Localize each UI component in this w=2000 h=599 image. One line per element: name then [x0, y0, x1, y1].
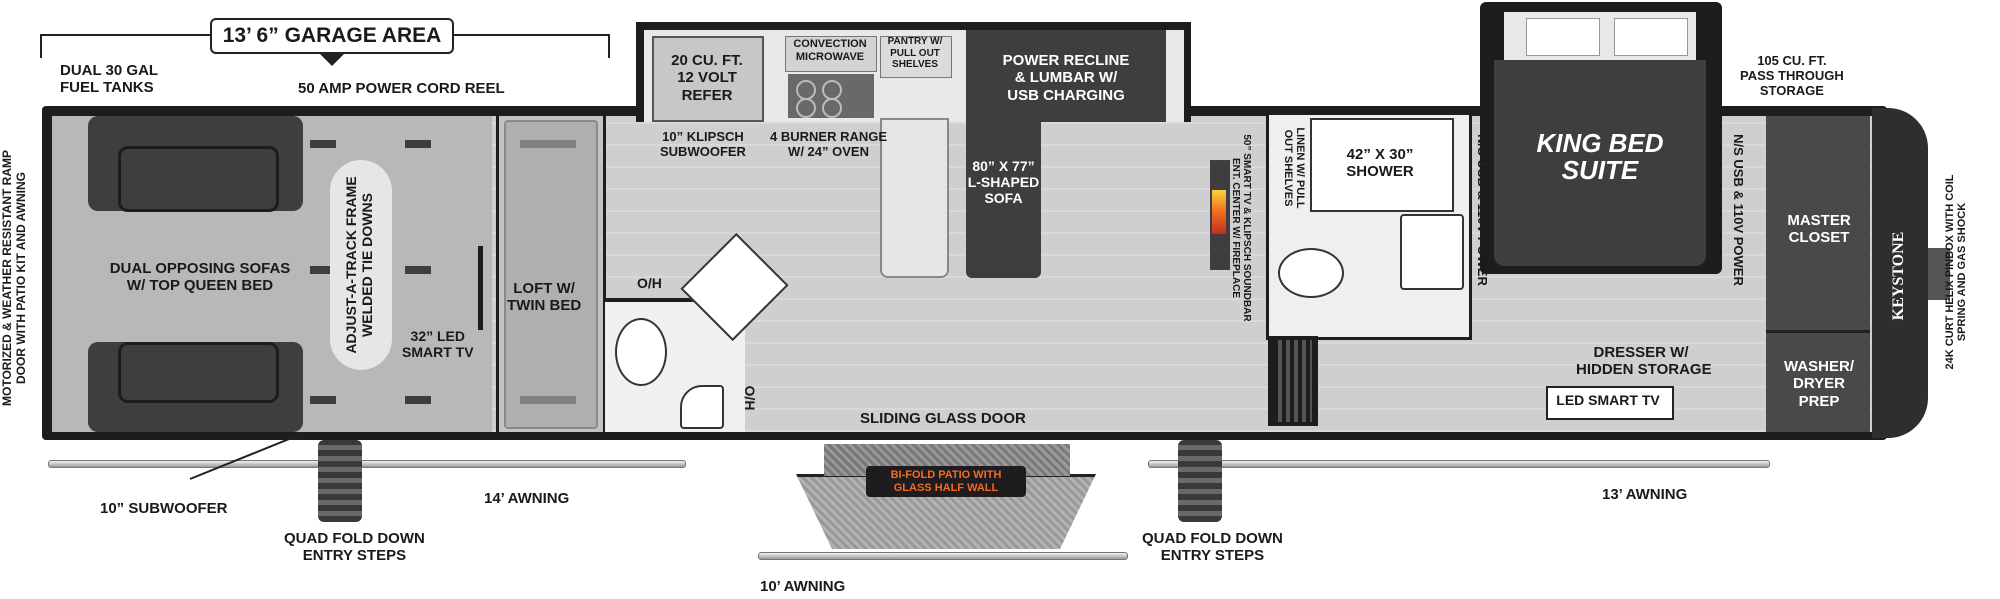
- klipsch-sub-label: 10” KLIPSCH SUBWOOFER: [660, 129, 746, 159]
- front-cap: [1872, 108, 1928, 438]
- fireplace: [1212, 190, 1226, 234]
- steps-2-label: QUAD FOLD DOWN ENTRY STEPS: [1142, 530, 1283, 565]
- toilet-1: [615, 318, 667, 386]
- ent-center-label: 50” SMART TV & KLIPSCH SOUNDBAR ENT. CEN…: [1230, 134, 1252, 322]
- fuel-tanks-label: DUAL 30 GAL FUEL TANKS: [60, 62, 159, 97]
- led-tv-box: [1546, 386, 1674, 420]
- sofa-top: [88, 116, 303, 211]
- master-closet-label: MASTER CLOSET: [1787, 212, 1851, 247]
- pillow-right: [1614, 18, 1688, 56]
- pinbox-label: 24K CURT HELIX PINBOX WITH COIL SPRING A…: [1944, 174, 1968, 370]
- sliding-door-label: SLIDING GLASS DOOR: [860, 410, 1026, 427]
- awning-10-label: 10’ AWNING: [760, 578, 846, 595]
- power-cord-label: 50 AMP POWER CORD REEL: [298, 80, 505, 97]
- garage-pointer: [318, 52, 346, 66]
- sofa-bottom-cushion: [118, 342, 279, 403]
- garage-tv: [478, 246, 483, 330]
- brand-label: KEYSTONE: [1890, 231, 1907, 321]
- loft-label: LOFT W/ TWIN BED: [507, 280, 582, 315]
- closet-area: [1766, 116, 1870, 432]
- bath-door-stripes: [1274, 340, 1312, 422]
- l-sofa-arm: [966, 112, 1041, 278]
- pass-through-label: 105 CU. FT. PASS THROUGH STORAGE: [1740, 53, 1844, 98]
- dresser-label: DRESSER W/ HIDDEN STORAGE: [1576, 344, 1712, 379]
- pinbox: [1928, 248, 1950, 300]
- toilet-2: [1278, 248, 1344, 298]
- track-label: ADJUST-A-TRACK FRAME WELDED TIE DOWNS: [343, 176, 375, 354]
- recline-sofa: [966, 30, 1166, 122]
- ns-usb-right: N/S USB & 110V POWER: [1731, 134, 1746, 286]
- loft-bed: [504, 120, 598, 429]
- closet-divider: [1766, 330, 1870, 333]
- king-bed: [1494, 60, 1706, 266]
- shower: [1310, 118, 1454, 212]
- entry-steps-1: [318, 440, 362, 522]
- linen-label: LINEN W/ PULL OUT SHELVES: [1282, 127, 1306, 209]
- refer: [652, 36, 764, 122]
- bath-wall-top: [605, 298, 695, 302]
- awning-14-label: 14’ AWNING: [484, 490, 570, 507]
- range-label: 4 BURNER RANGE W/ 24” OVEN: [770, 129, 888, 159]
- pantry: [880, 36, 952, 78]
- sub-pointer-line: [189, 433, 302, 480]
- oh-1: O/H: [637, 275, 662, 291]
- garage-title: 13’ 6” GARAGE AREA: [210, 18, 454, 54]
- microwave: [785, 36, 877, 72]
- kitchen-island: [880, 118, 949, 278]
- entry-steps-2: [1178, 440, 1222, 522]
- king-bed-label: KING BED SUITE: [1536, 128, 1664, 186]
- sofa-bottom: [88, 342, 303, 432]
- ns-usb-left: N/S USB & 110V POWER: [1475, 134, 1490, 286]
- pillow-left: [1526, 18, 1600, 56]
- washer-label: WASHER/ DRYER PREP: [1783, 358, 1854, 410]
- microwave-label: CONVECTION MICROWAVE: [793, 38, 867, 63]
- awning-rail-14: [48, 460, 686, 468]
- ramp-door-label: MOTORIZED & WEATHER RESISTANT RAMP DOOR …: [0, 150, 28, 406]
- track-frame: [330, 160, 392, 370]
- sofa-l-label: 80” X 77” L-SHAPED SOFA: [967, 158, 1040, 207]
- awning-rail-13: [1148, 460, 1770, 468]
- power-recline-label: POWER RECLINE & LUMBAR W/ USB CHARGING: [1002, 52, 1130, 104]
- led-smart-tv-label: LED SMART TV: [1556, 392, 1660, 408]
- led-tv-32-label: 32” LED SMART TV: [402, 328, 474, 361]
- refer-label: 20 CU. FT. 12 VOLT REFER: [671, 52, 743, 104]
- steps-1-label: QUAD FOLD DOWN ENTRY STEPS: [284, 530, 425, 565]
- awning-13-label: 13’ AWNING: [1602, 486, 1688, 503]
- sofa-top-cushion: [118, 146, 279, 212]
- pantry-label: PANTRY W/ PULL OUT SHELVES: [887, 36, 943, 70]
- bifold-label: BI-FOLD PATIO WITH GLASS HALF WALL: [866, 466, 1026, 498]
- sink-3: [1400, 214, 1464, 290]
- oh-2: O/H: [742, 385, 758, 411]
- awning-rail-10: [758, 552, 1128, 560]
- sink-1: [680, 385, 724, 429]
- shower-label: 42” X 30” SHOWER: [1346, 146, 1414, 181]
- sub-10-label: 10” SUBWOOFER: [100, 500, 228, 517]
- dual-sofas-label: DUAL OPPOSING SOFAS W/ TOP QUEEN BED: [109, 260, 291, 295]
